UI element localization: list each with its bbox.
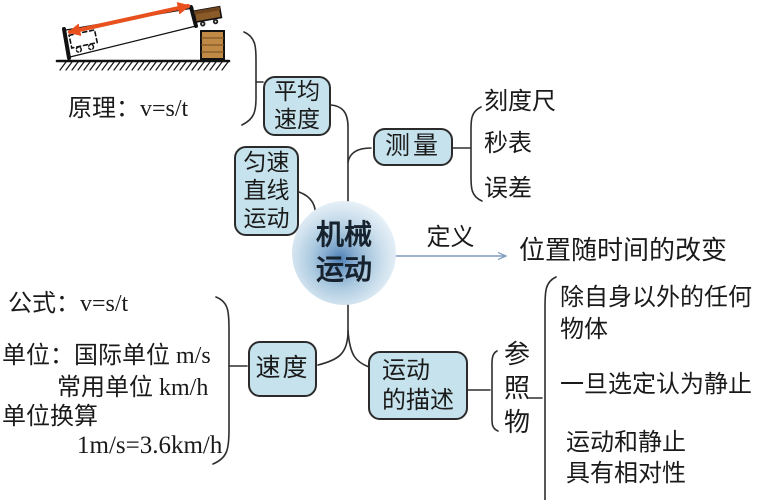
stem-center-to-speed: [317, 296, 349, 366]
reference-item-3-line1: 运动和静止: [566, 430, 686, 456]
node-motion-desc-line1: 运动: [382, 357, 430, 384]
bracket-measurement-items: [470, 106, 483, 202]
central-node-mechanical-motion: 机械 运动: [292, 201, 396, 305]
node-uniform-line1: 匀速: [243, 150, 290, 175]
inclined-plane-experiment-icon: [55, 1, 231, 71]
principle-text: 原理：v=s/t: [68, 96, 189, 122]
cart-icon: [192, 5, 223, 27]
wood-block-icon: [200, 30, 225, 60]
node-uniform-line3: 运动: [243, 206, 290, 231]
measurement-item-stopwatch: 秒表: [484, 131, 532, 157]
central-node-line2: 运动: [315, 255, 372, 286]
definition-label: 定义: [426, 225, 475, 251]
reference-item-2: 一旦选定认为静止: [560, 372, 752, 398]
bracket-reference-object: [491, 350, 499, 432]
node-uniform-line2: 直线: [243, 178, 290, 203]
reference-char-1: 参: [503, 340, 530, 369]
branch-to-measurement: [347, 147, 372, 163]
node-motion-desc-line2: 的描述: [382, 387, 454, 414]
node-uniform-linear-motion: 匀速 直线 运动: [234, 146, 299, 236]
speed-formula: 公式：v=s/t: [8, 291, 129, 317]
node-measurement-label: 测量: [384, 133, 441, 160]
measurement-item-ruler: 刻度尺: [484, 89, 556, 115]
speed-conversion-label: 单位换算: [2, 404, 98, 430]
node-speed-label: 速度: [255, 355, 310, 382]
central-node-line1: 机械: [315, 220, 372, 251]
node-average-speed: 平均 速度: [263, 76, 331, 136]
reference-char-2: 照: [503, 374, 530, 403]
speed-conversion: 1m/s=3.6km/h: [77, 432, 223, 459]
stem-center-to-motion-description: [347, 330, 370, 368]
reference-item-1-line2: 物体: [560, 317, 608, 343]
reference-item-3-line2: 具有相对性: [566, 461, 686, 487]
node-average-speed-line2: 速度: [274, 107, 320, 132]
measurement-item-error: 误差: [484, 176, 532, 202]
bracket-principle-group: [241, 31, 257, 126]
node-motion-description: 运动 的描述: [368, 351, 468, 420]
reference-item-1-line1: 除自身以外的任何: [560, 285, 752, 311]
distance-arrow-icon: [67, 1, 191, 37]
cart-ghost-icon: [68, 28, 99, 53]
reference-item-1: 除自身以外的任何 物体: [560, 282, 752, 346]
speed-common-unit: 常用单位 km/h: [57, 375, 209, 401]
reference-char-3: 物: [503, 408, 530, 437]
node-measurement: 测量: [373, 128, 453, 166]
node-speed: 速度: [248, 341, 317, 397]
bracket-speed-notes: [212, 296, 230, 465]
stem-center-to-average-speed: [330, 104, 349, 210]
definition-value: 位置随时间的改变: [519, 236, 728, 265]
node-average-speed-line1: 平均: [274, 79, 320, 104]
reference-item-3: 运动和静止 具有相对性: [566, 428, 686, 490]
speed-unit: 单位：国际单位 m/s: [2, 343, 211, 369]
brace-reference-items: [544, 276, 557, 500]
reference-object-label: 参 照 物: [501, 340, 533, 437]
